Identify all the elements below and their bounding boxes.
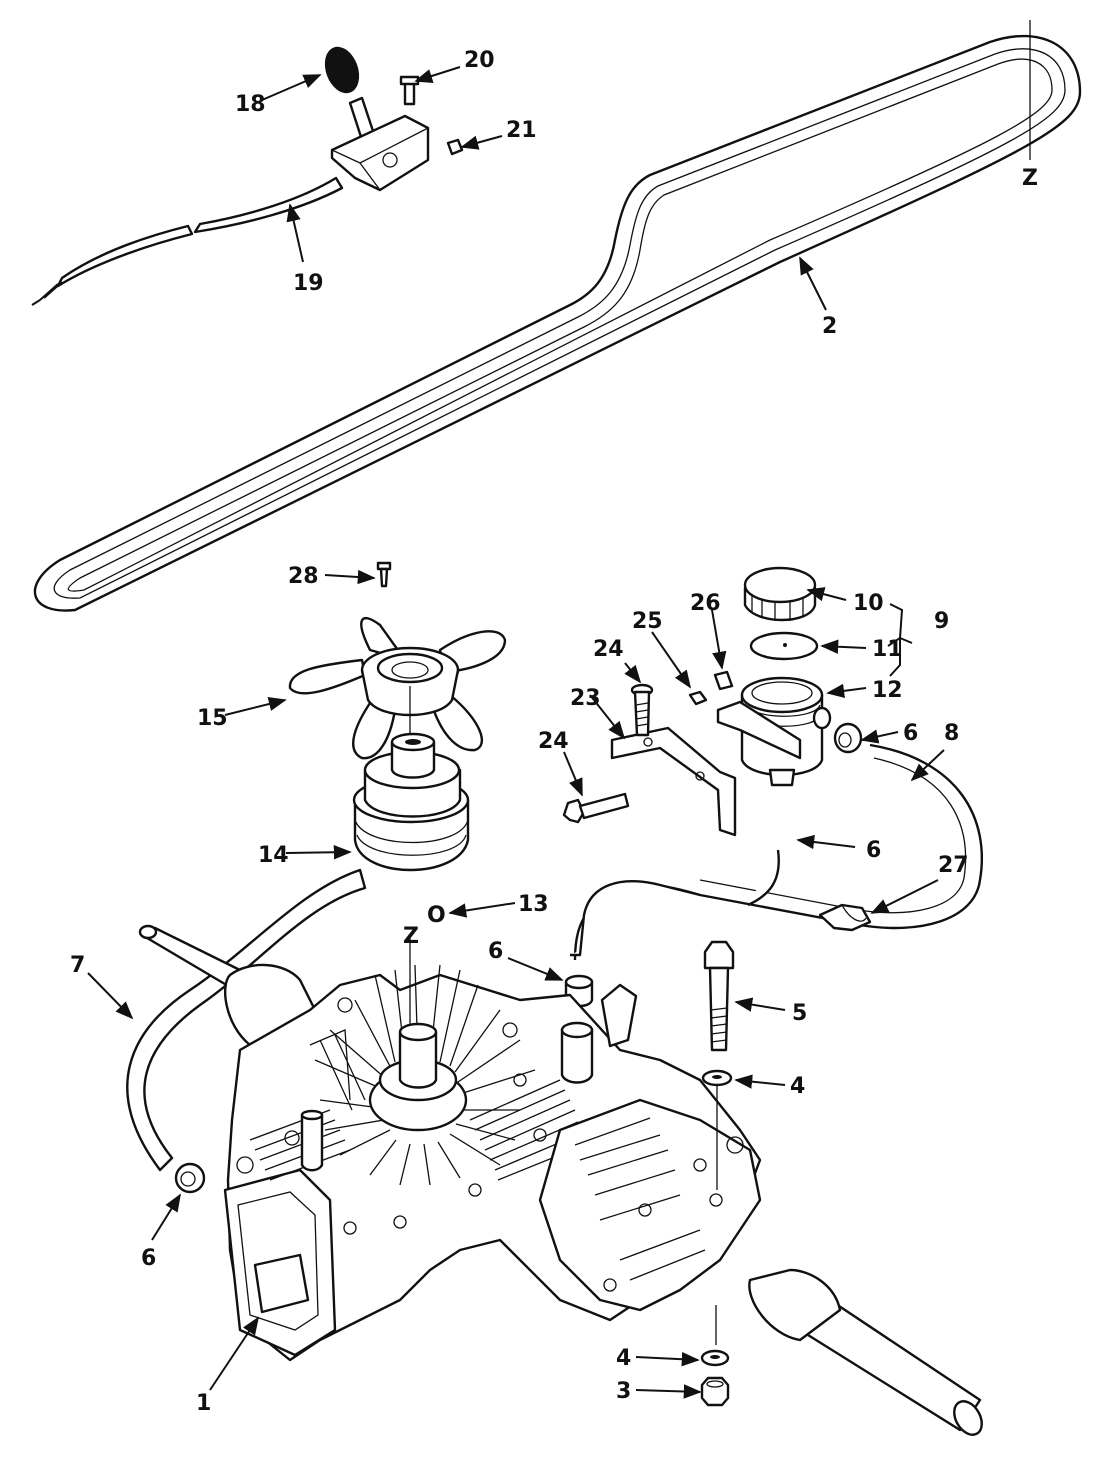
callout-14: 14 (258, 843, 289, 868)
hose-fitting-6-left (174, 1162, 206, 1194)
callout-3: 3 (616, 1379, 631, 1404)
callout-23: 23 (570, 686, 601, 711)
hydrostatic-transaxle (138, 924, 983, 1436)
nut-3 (700, 1376, 730, 1407)
washer-4-top (701, 1069, 733, 1087)
callout-6-reservoir-side: 6 (903, 721, 918, 746)
callout-4-bottom: 4 (616, 1346, 631, 1371)
callout-1: 1 (196, 1391, 211, 1416)
alignment-marker-z-shaft: Z (403, 924, 419, 949)
callout-13-part-o: O (427, 903, 446, 928)
drive-belt (33, 34, 1082, 612)
callout-2: 2 (822, 314, 837, 339)
callout-4-top: 4 (790, 1074, 805, 1099)
bolt-5 (703, 940, 735, 1052)
alignment-marker-z-belt: Z (1022, 166, 1038, 191)
callout-5: 5 (792, 1001, 807, 1026)
callout-28: 28 (288, 564, 319, 589)
hose-reservoir-to-pump (570, 849, 780, 957)
control-cable (31, 176, 344, 306)
leader-lines (87, 20, 1031, 1399)
callout-24-bottom: 24 (538, 729, 569, 754)
callout-27: 27 (938, 853, 969, 878)
bolt-center-line (715, 1085, 718, 1345)
callout-15: 15 (197, 706, 228, 731)
bolt-24-horizontal (562, 792, 630, 824)
callout-13: 13 (518, 892, 549, 917)
callout-25: 25 (632, 609, 663, 634)
bolt-24-vertical (630, 683, 654, 737)
callout-24-top: 24 (593, 637, 624, 662)
hose-clip-27 (818, 903, 872, 932)
callout-10: 10 (853, 591, 884, 616)
callout-18: 18 (235, 92, 266, 117)
drive-pulley (352, 686, 470, 872)
callout-26: 26 (690, 591, 721, 616)
callout-12: 12 (872, 678, 903, 703)
callout-6-left: 6 (141, 1246, 156, 1271)
input-shaft-cooling-fins (314, 964, 536, 1186)
callout-20: 20 (464, 48, 495, 73)
callout-19: 19 (293, 271, 324, 296)
callout-21: 21 (506, 118, 537, 143)
control-knob (324, 46, 360, 94)
callout-11: 11 (872, 637, 903, 662)
hose-fitting-6-reservoir-side (833, 722, 863, 754)
callout-9: 9 (934, 609, 949, 634)
washer-4-bottom (700, 1349, 730, 1367)
callout-6-pump: 6 (488, 939, 503, 964)
callout-7: 7 (70, 953, 85, 978)
suction-hose-7 (126, 868, 367, 1172)
screw-28 (376, 561, 392, 588)
control-lever-assembly (324, 46, 464, 192)
callout-8: 8 (944, 721, 959, 746)
callout-6-reservoir-bottom: 6 (866, 838, 881, 863)
callout-labels: 1 2 3 4 4 5 6 6 6 6 7 8 9 10 11 12 13 O … (70, 48, 1038, 1416)
